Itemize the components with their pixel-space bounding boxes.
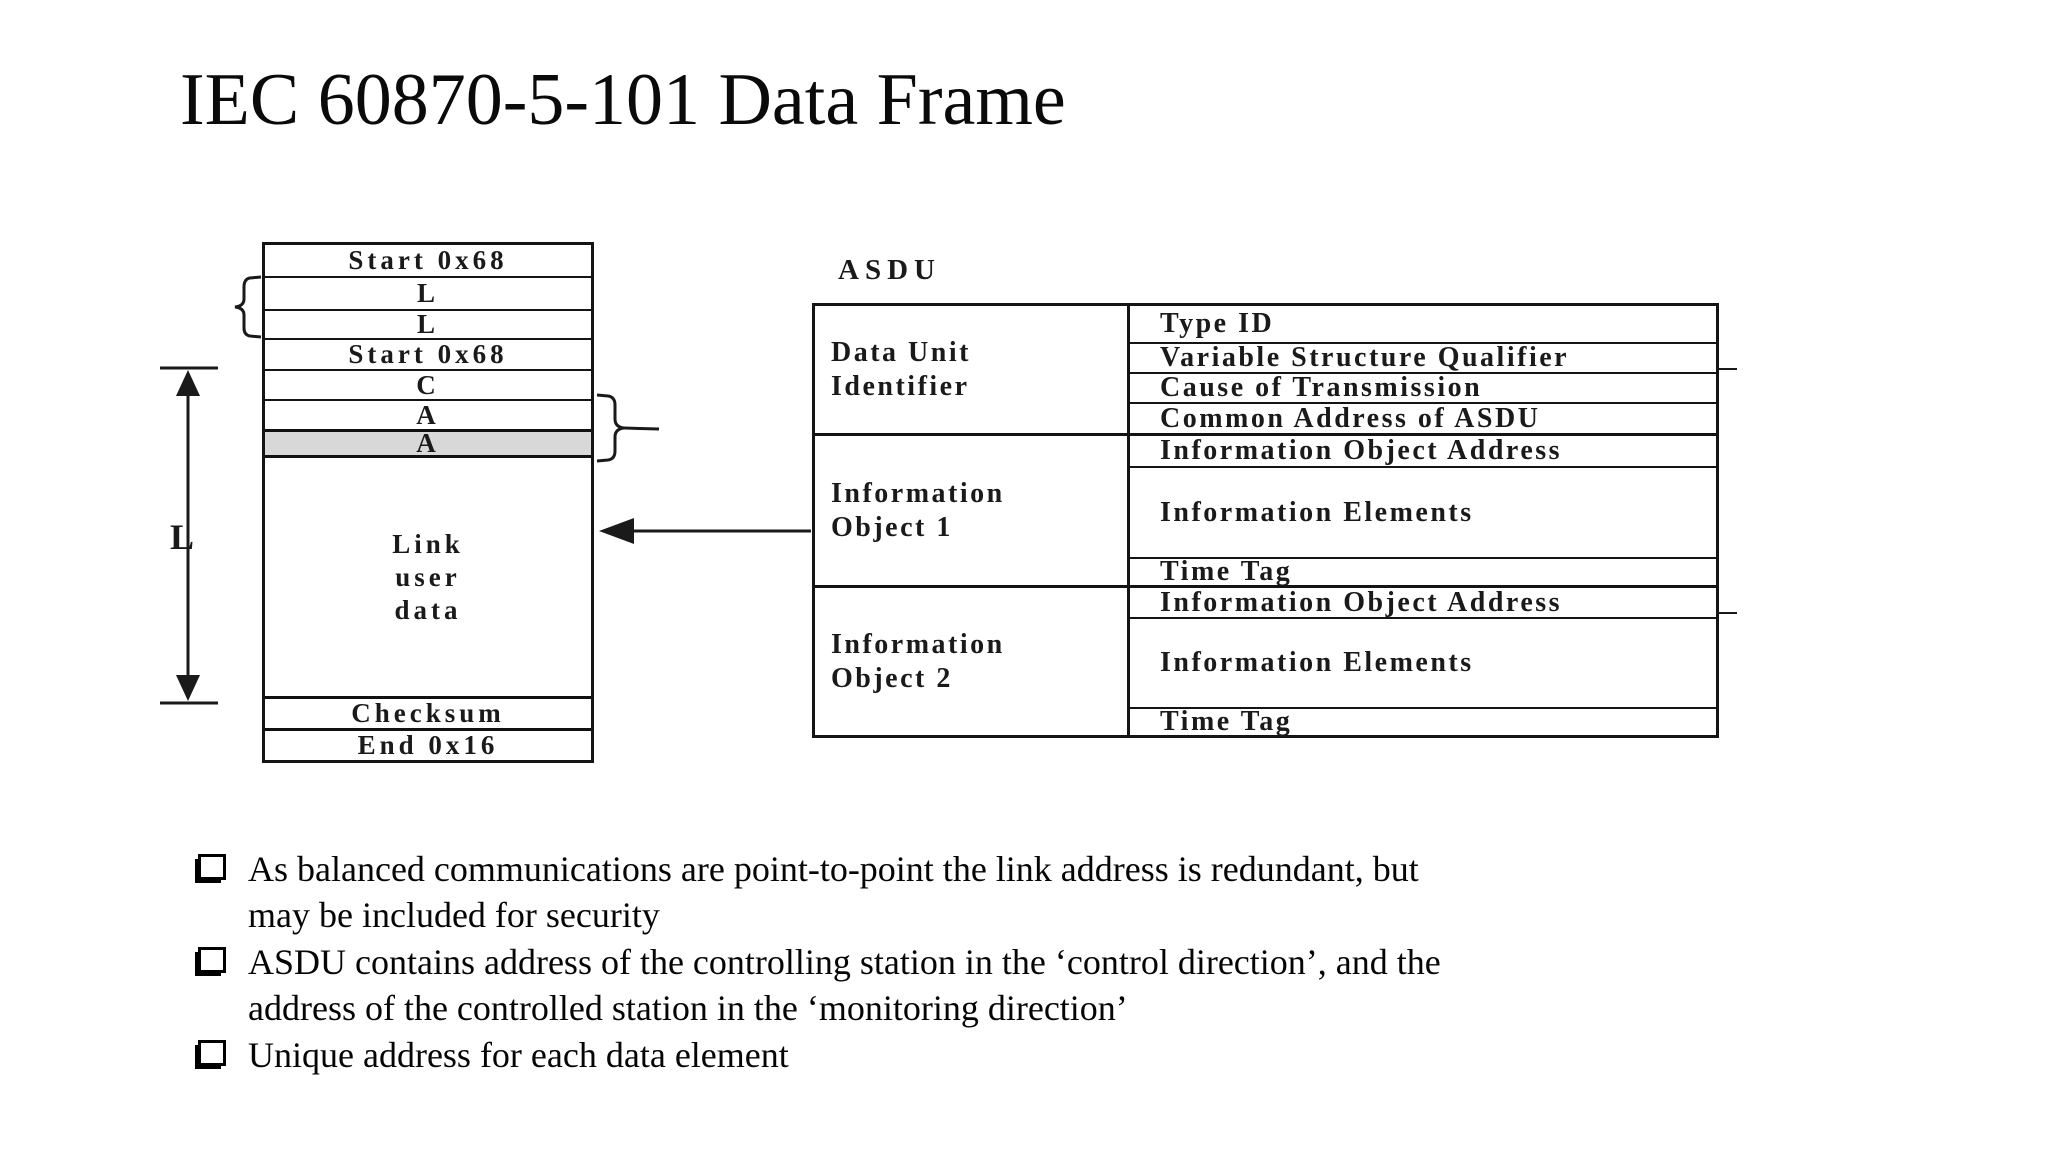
- asdu-row-time-tag-1: Time Tag: [1130, 556, 1716, 587]
- checkbox-bullet-icon: [198, 854, 226, 880]
- asdu-row-information-object-address-2: Information Object Address: [1130, 585, 1716, 618]
- asdu-to-frame-arrow-icon: [599, 518, 811, 544]
- asdu-row-type-id: Type ID: [1160, 308, 1275, 339]
- frame-row-length-2: L: [265, 309, 591, 339]
- notes-bullet-list: As balanced communications are point-to-…: [196, 846, 1576, 1079]
- asdu-row-information-elements-2: Information Elements: [1130, 617, 1716, 707]
- asdu-row-cause-of-transmission: Cause of Transmission: [1130, 372, 1716, 403]
- bullet-text: As balanced communications are point-to-…: [248, 849, 1419, 935]
- frame-row-control: C: [265, 369, 591, 400]
- asdu-heading: ASDU: [838, 254, 941, 286]
- asdu-row-time-tag-2: Time Tag: [1130, 706, 1716, 737]
- list-item: As balanced communications are point-to-…: [196, 846, 1576, 938]
- frame-row-link-user-data: Link user data: [392, 528, 464, 625]
- page-title: IEC 60870-5-101 Data Frame: [180, 59, 1066, 141]
- frame-row-length-1: L: [265, 276, 591, 309]
- bullet-text: ASDU contains address of the controlling…: [248, 942, 1441, 1028]
- asdu-row-information-elements-1: Information Elements: [1130, 466, 1716, 557]
- length-bytes-brace-icon: [234, 275, 262, 339]
- list-item: Unique address for each data element: [196, 1032, 1576, 1078]
- link-frame-diagram: Start 0x68 L L Start 0x68 C A A Link use…: [262, 242, 594, 763]
- address-bytes-brace-icon: [596, 393, 660, 463]
- list-item: ASDU contains address of the controlling…: [196, 939, 1576, 1031]
- asdu-structure-table: Data Unit Identifier Information Object …: [812, 303, 1719, 738]
- frame-row-checksum: Checksum: [265, 696, 591, 728]
- asdu-row-information-object-address-1: Information Object Address: [1130, 433, 1716, 466]
- frame-row-start-0x68-a: Start 0x68: [348, 245, 508, 275]
- bullet-text: Unique address for each data element: [248, 1035, 789, 1075]
- asdu-row-common-address-of-asdu: Common Address of ASDU: [1130, 402, 1716, 434]
- frame-row-start-0x68-b: Start 0x68: [265, 338, 591, 369]
- table-edge-tick-marks: [1717, 368, 1737, 614]
- asdu-group-information-object-1: Information Object 1: [815, 433, 1127, 585]
- asdu-group-information-object-2: Information Object 2: [815, 585, 1127, 735]
- frame-length-label: L: [170, 517, 195, 557]
- checkbox-bullet-icon: [198, 947, 226, 973]
- frame-row-address-2-shaded: A: [265, 428, 591, 458]
- asdu-row-variable-structure-qualifier: Variable Structure Qualifier: [1130, 342, 1716, 373]
- frame-row-address-1: A: [265, 399, 591, 430]
- asdu-group-data-unit-identifier: Data Unit Identifier: [831, 336, 971, 402]
- asdu-table-left-column: Data Unit Identifier Information Object …: [815, 306, 1130, 735]
- checkbox-bullet-icon: [198, 1040, 226, 1066]
- frame-row-end-0x16: End 0x16: [265, 728, 591, 760]
- asdu-table-right-column: Type ID Variable Structure Qualifier Cau…: [1130, 306, 1716, 737]
